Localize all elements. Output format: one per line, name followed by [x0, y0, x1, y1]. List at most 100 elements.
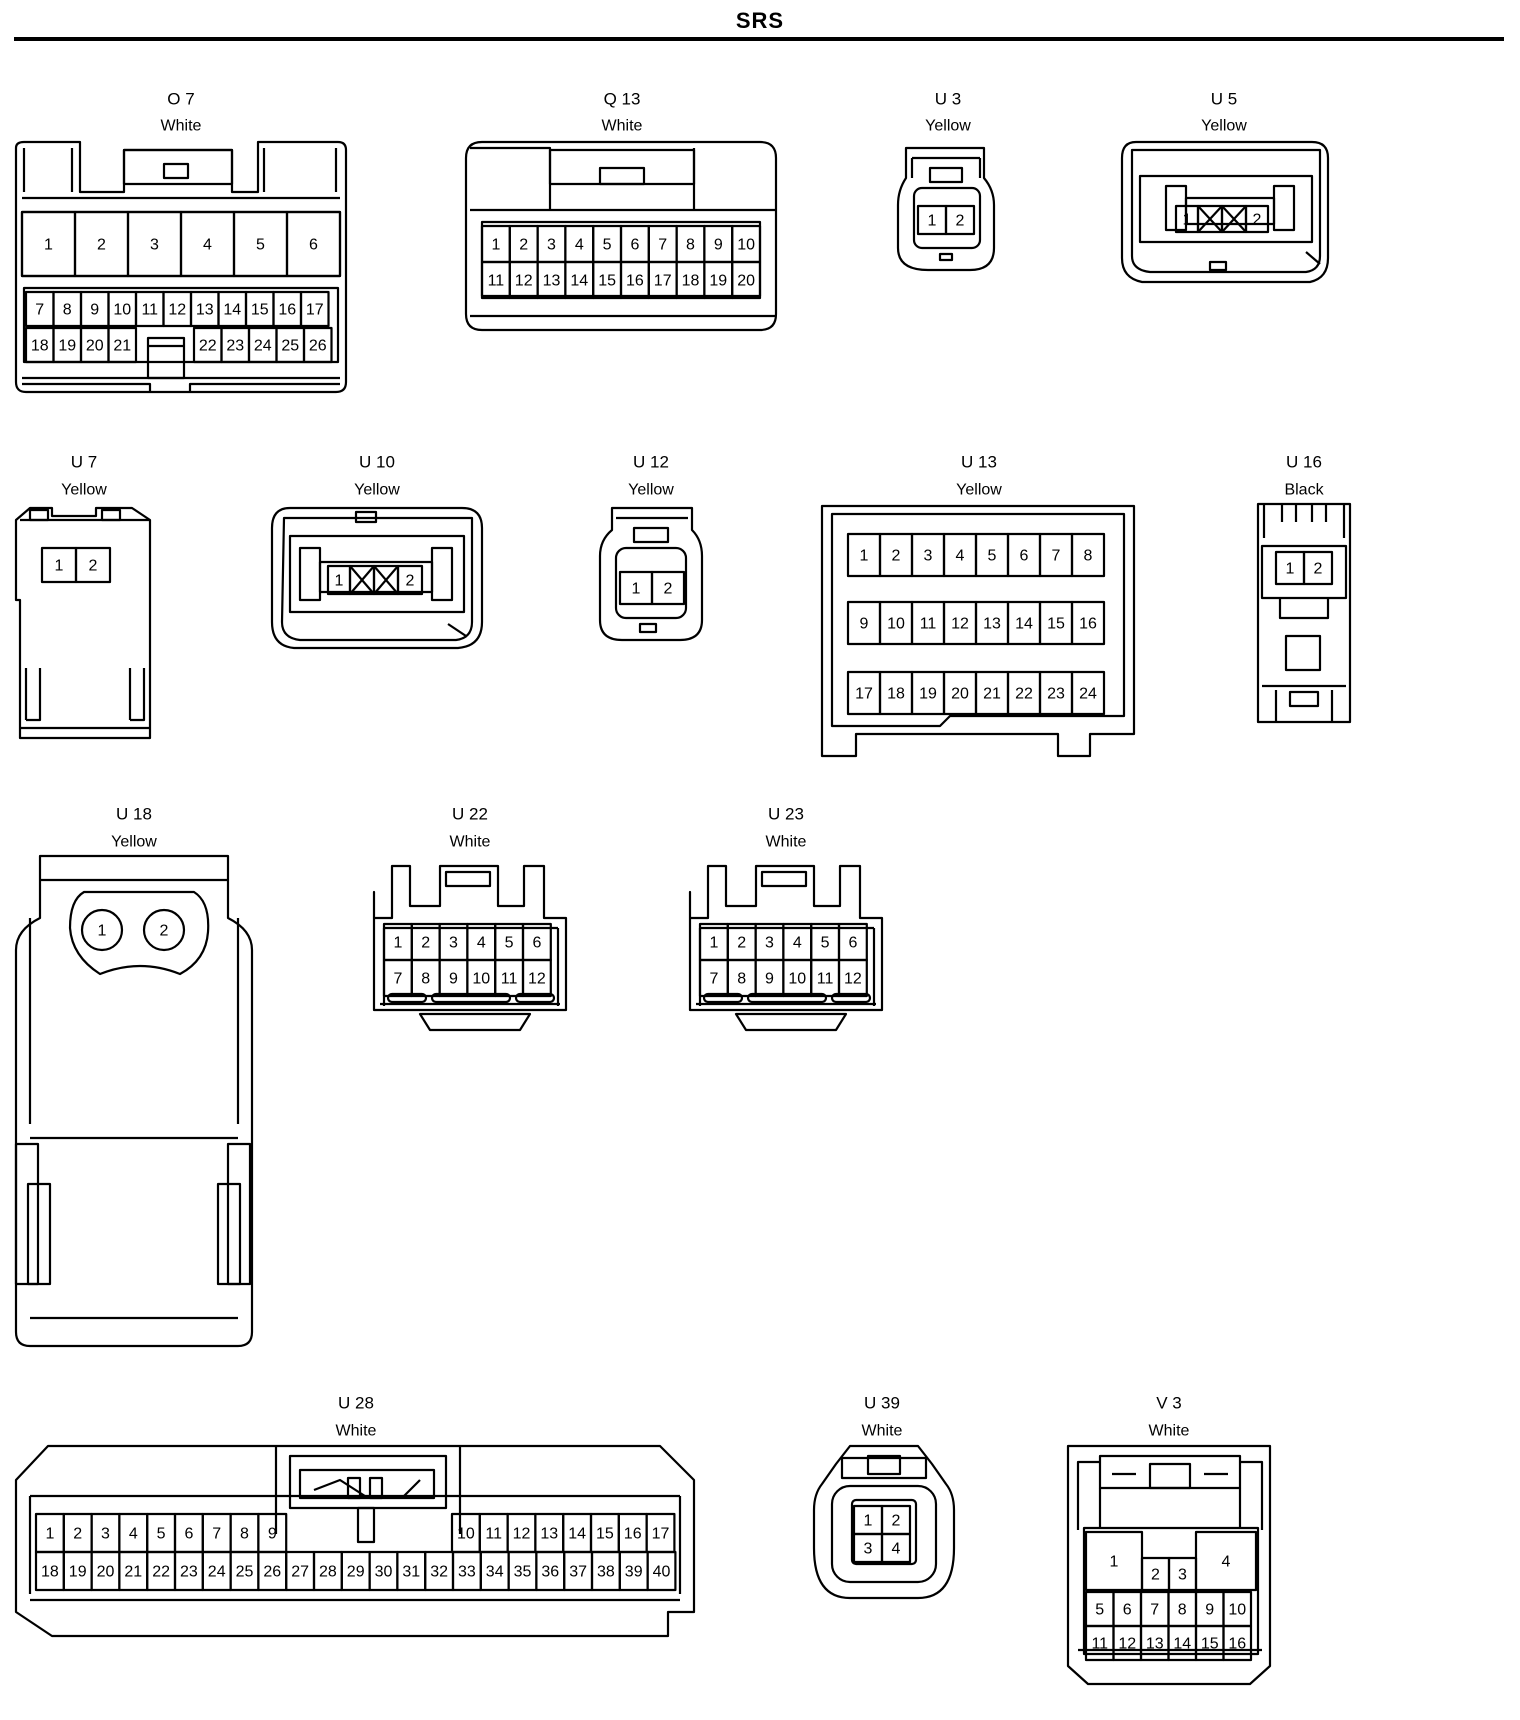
pin-number: 9 [449, 971, 458, 988]
pin-cell: 1 [34, 1512, 65, 1554]
pin-number: 5 [157, 1526, 166, 1543]
pin-number: 19 [919, 686, 937, 703]
pin-number: 2 [1151, 1567, 1160, 1584]
pin-number: 20 [86, 338, 104, 355]
pin-box [302, 326, 333, 364]
connector-color: Yellow [354, 482, 400, 499]
pin-number: 35 [514, 1564, 532, 1581]
pin-number: 28 [319, 1564, 337, 1581]
pin-number: 2 [737, 935, 746, 952]
pin-box [1244, 204, 1270, 234]
pin-cell: 15 [592, 260, 623, 300]
pin-cell: 8 [726, 958, 757, 998]
pin-number: 1 [1286, 561, 1295, 578]
pin-number: 4 [1222, 1554, 1231, 1571]
pin-number: 10 [457, 1526, 475, 1543]
pin-cell: 23 [173, 1550, 204, 1592]
pin-cell: 28 [312, 1550, 343, 1592]
pin-number: 12 [1118, 1636, 1136, 1653]
pin-cell: 7 [647, 224, 678, 264]
connector-color: White [602, 118, 643, 135]
pin-cell: 16 [1222, 1624, 1253, 1662]
connector-id: U 39 [864, 1394, 900, 1413]
pin-number: 6 [1123, 1602, 1132, 1619]
connector-color: Black [1284, 482, 1324, 499]
pin-box [650, 570, 686, 606]
pin-cell: 6 [1006, 532, 1042, 578]
pin-cell: 6 [619, 224, 650, 264]
pin-number: 18 [887, 686, 905, 703]
connector-u22 [372, 864, 568, 1032]
connector-u10 [270, 506, 484, 650]
pin-cell: 9 [79, 290, 110, 328]
pin-number: 25 [281, 338, 299, 355]
connector-id: U 13 [961, 453, 997, 472]
pin-cell: 21 [118, 1550, 149, 1592]
pin-cell: 10 [450, 1512, 481, 1554]
pin-number: 16 [278, 302, 296, 319]
pin-cell: 11 [810, 958, 841, 998]
pin-cell: 19 [910, 670, 946, 716]
pin-cell: 11 [478, 1512, 509, 1554]
pin-number: 15 [251, 302, 269, 319]
pin-cell: 2 [1140, 1556, 1171, 1592]
pin-number: 2 [97, 237, 106, 254]
pin-box [880, 1532, 912, 1564]
pin-cell: 10 [782, 958, 813, 998]
pin-number: 38 [597, 1564, 615, 1581]
blank-pin-cross [372, 564, 400, 596]
pin-number: 16 [626, 273, 644, 290]
pin-number: 8 [1084, 548, 1093, 565]
pin-cell: 9 [703, 224, 734, 264]
pin-cell: 12 [506, 1512, 537, 1554]
pin-cell: 1 [80, 908, 124, 952]
pin-cell: 1 [1274, 550, 1306, 586]
pin-number: 1 [44, 237, 53, 254]
pin-number: 7 [658, 237, 667, 254]
pin-number: 13 [1146, 1636, 1164, 1653]
pin-number: 7 [212, 1526, 221, 1543]
pin-cell: 3 [438, 922, 469, 962]
pin-number: 1 [709, 935, 718, 952]
pin-number: 5 [1095, 1602, 1104, 1619]
pin-number: 3 [449, 935, 458, 952]
pin-cell: 4 [880, 1532, 912, 1564]
connector-u18 [14, 854, 254, 1348]
pin-number: 22 [152, 1564, 170, 1581]
pin-number: 21 [983, 686, 1001, 703]
pin-cell: 29 [340, 1550, 371, 1592]
pin-number: 3 [101, 1526, 110, 1543]
pin-number: 29 [347, 1564, 365, 1581]
pin-number: 14 [568, 1526, 586, 1543]
pin-cell: 2 [880, 1504, 912, 1536]
pin-cell: 17 [299, 290, 330, 328]
pin-number: 14 [570, 273, 588, 290]
title-rule [14, 37, 1504, 41]
pin-number: 10 [472, 971, 490, 988]
pin-number: 3 [547, 237, 556, 254]
pin-cell: 23 [220, 326, 251, 364]
pin-number: 20 [737, 273, 755, 290]
pin-box [1222, 1624, 1253, 1662]
pin-number: 10 [788, 971, 806, 988]
pin-number: 2 [89, 558, 98, 575]
connector-u3 [896, 146, 996, 272]
pin-box [299, 290, 330, 328]
pin-cell: 5 [810, 922, 841, 962]
pin-cell: 17 [846, 670, 882, 716]
pin-cell: 7 [1038, 532, 1074, 578]
pin-cell: 24 [201, 1550, 232, 1592]
pin-number: 2 [892, 548, 901, 565]
pin-cell: 7 [201, 1512, 232, 1554]
pin-number: 3 [924, 548, 933, 565]
pin-cell: 2 [650, 570, 686, 606]
pin-cell: 14 [1006, 600, 1042, 646]
pin-number: 1 [864, 1513, 873, 1530]
pin-cell: 10 [878, 600, 914, 646]
connector-u39 [812, 1444, 956, 1600]
pin-cell: 2 [726, 922, 757, 962]
connector-v3 [1066, 1444, 1272, 1686]
pin-number: 4 [793, 935, 802, 952]
pin-number: 1 [632, 581, 641, 598]
